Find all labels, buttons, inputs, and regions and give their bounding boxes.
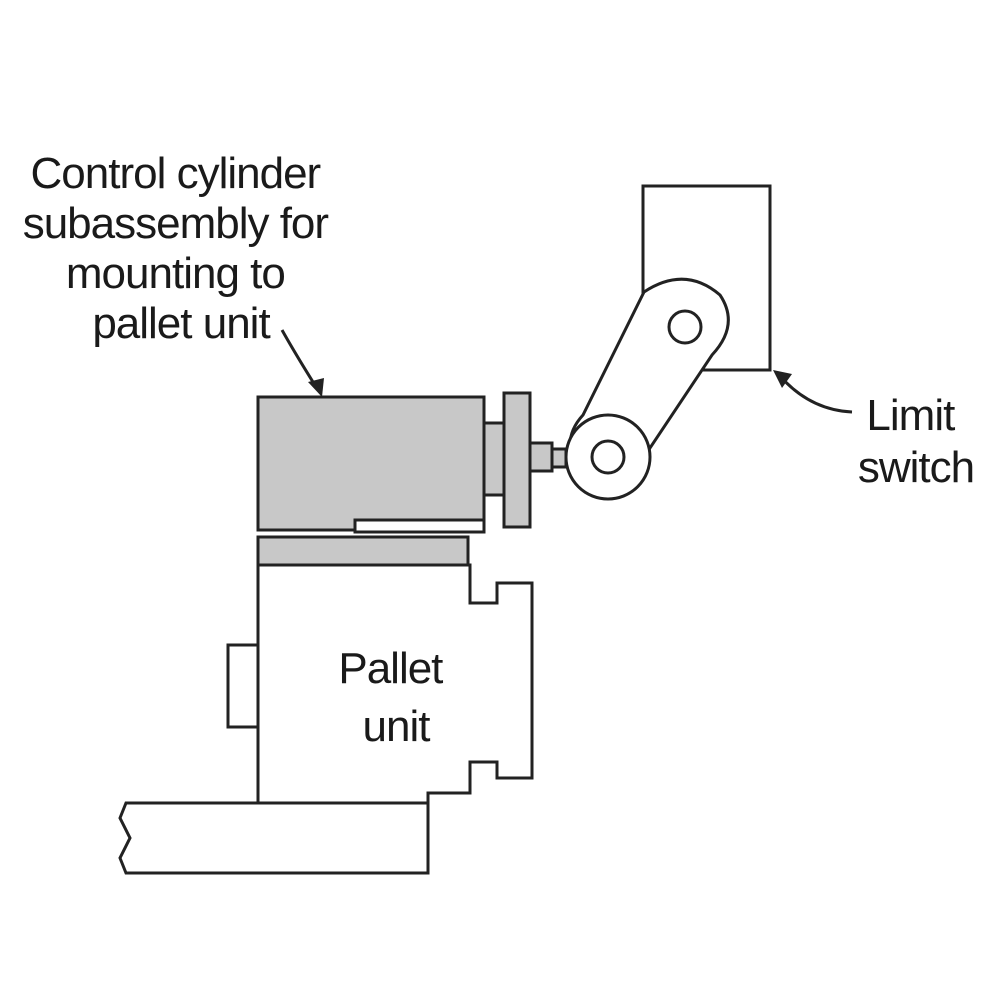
lever-pivot-hole <box>667 309 703 345</box>
piston-rod-tip <box>550 447 568 469</box>
control-cylinder-label-line-3: mounting to <box>66 249 285 298</box>
limit-switch-leader <box>778 375 853 414</box>
control-cylinder-label-line-2: subassembly for <box>23 199 329 248</box>
limit-switch-label: Limit switch <box>858 391 974 492</box>
pallet-unit-body <box>256 563 534 805</box>
limit-switch-label-line-1: Limit <box>866 391 955 440</box>
control-cylinder-label-line-1: Control cylinder <box>31 149 321 198</box>
control-cylinder-label: Control cylinder subassembly for mountin… <box>23 149 340 348</box>
base-plate <box>118 801 430 875</box>
limit-switch-arrowhead <box>773 370 792 388</box>
control-cylinder-arrowhead <box>308 378 324 397</box>
pallet-side-tab <box>226 643 260 729</box>
cylinder-notch <box>353 518 486 534</box>
control-cylinder-body <box>256 395 486 532</box>
piston-rod <box>528 441 554 473</box>
mounting-plate <box>256 535 470 567</box>
pallet-unit-label-line-1: Pallet <box>338 644 443 693</box>
cylinder-neck <box>482 421 506 497</box>
cylinder-flange <box>502 391 532 529</box>
roller-hole <box>590 439 626 475</box>
pallet-unit-label: Pallet unit <box>338 644 453 751</box>
limit-switch-label-line-2: switch <box>858 443 974 492</box>
control-cylinder-label-line-4: pallet unit <box>92 299 270 348</box>
pallet-unit-label-line-2: unit <box>363 702 431 751</box>
